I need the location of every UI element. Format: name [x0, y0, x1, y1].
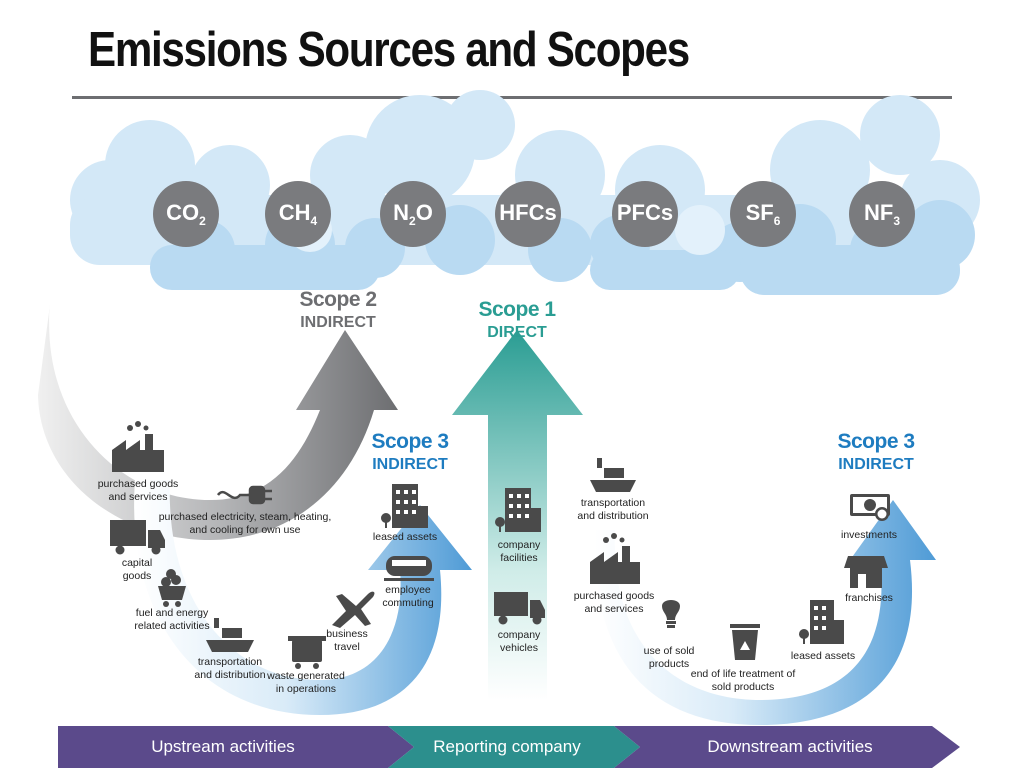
- scope3-downstream-title: Scope 3: [837, 430, 915, 453]
- ship-downstream-icon: [590, 458, 636, 492]
- factory-downstream-icon: [590, 533, 640, 584]
- ship-icon: [206, 618, 254, 652]
- lightbulb-icon: [662, 600, 680, 628]
- scope3-downstream-subtitle: INDIRECT: [838, 456, 914, 473]
- scope1-subtitle: DIRECT: [487, 324, 547, 341]
- scope1-heading: Scope 1 DIRECT: [478, 298, 556, 342]
- page-title: Emissions Sources and Scopes: [88, 23, 690, 77]
- label-company-facilities: company facilities: [497, 539, 541, 564]
- gas-circles: [153, 181, 915, 247]
- train-icon: [384, 556, 434, 581]
- recycle-bin-icon: [730, 624, 760, 660]
- gas-pfcs: PFCs: [616, 200, 674, 225]
- label-employee-commuting: employee commuting: [382, 584, 434, 609]
- scope2-subtitle: INDIRECT: [300, 314, 376, 331]
- company-truck-icon: [494, 592, 545, 625]
- waste-container-icon: [288, 636, 326, 669]
- label-leased-assets-upstream: leased assets: [372, 531, 438, 543]
- airplane-icon: [332, 591, 375, 628]
- band-reporting-shape: [388, 726, 640, 768]
- scope3-downstream-arrow: [594, 500, 936, 725]
- label-fuel-energy: fuel and energy related activities: [134, 607, 210, 632]
- label-company-vehicles: company vehicles: [497, 629, 541, 654]
- gas-ch4: CH4: [278, 200, 318, 228]
- gas-co2: CO2: [166, 200, 206, 228]
- label-transportation-downstream: transportation and distribution: [577, 497, 649, 522]
- gas-sf6: SF6: [745, 200, 781, 228]
- truck-icon: [110, 520, 165, 555]
- label-waste-generated: waste generated in operations: [267, 670, 345, 695]
- scope2-arrow: [38, 305, 398, 540]
- band-upstream-shape: [58, 726, 414, 768]
- scope3-upstream-arrow: [134, 480, 473, 715]
- label-capital-goods: capital goods: [121, 557, 153, 582]
- label-end-of-life: end of life treatment of sold products: [690, 668, 796, 693]
- gas-n2o: N2O: [393, 200, 433, 228]
- factory-icon: [112, 421, 164, 472]
- plug-icon: [216, 485, 272, 505]
- gas-nf3: NF3: [863, 200, 900, 228]
- activity-band: [58, 726, 960, 768]
- building-downstream-icon: [799, 600, 844, 644]
- band-upstream-label: Upstream activities: [151, 737, 295, 756]
- band-downstream-shape: [614, 726, 960, 768]
- scope3-downstream-heading: Scope 3 INDIRECT: [837, 430, 915, 474]
- title-divider: [72, 96, 952, 99]
- label-leased-assets-downstream: leased assets: [790, 650, 856, 662]
- gas-hfcs: HFCs: [499, 200, 557, 225]
- building-icon: [381, 484, 428, 528]
- label-business-travel: business travel: [326, 628, 368, 653]
- scope1-title: Scope 1: [478, 298, 556, 321]
- label-purchased-goods-upstream: purchased goods and services: [97, 478, 179, 503]
- label-use-of-sold-products: use of sold products: [643, 645, 695, 670]
- label-purchased-goods-downstream: purchased goods and services: [573, 590, 655, 615]
- scope2-heading: Scope 2 INDIRECT: [299, 288, 377, 332]
- scope2-title: Scope 2: [299, 288, 377, 311]
- label-investments: investments: [840, 529, 898, 541]
- company-building-icon: [495, 488, 541, 532]
- storefront-icon: [844, 556, 888, 588]
- label-purchased-electricity: purchased electricity, steam, heating, a…: [158, 511, 332, 536]
- label-transportation-upstream: transportation and distribution: [194, 656, 266, 681]
- money-icon: [850, 494, 890, 521]
- scope3-upstream-subtitle: INDIRECT: [372, 456, 448, 473]
- scope3-upstream-heading: Scope 3 INDIRECT: [371, 430, 449, 474]
- label-franchises: franchises: [845, 592, 893, 604]
- band-downstream-label: Downstream activities: [707, 737, 873, 756]
- band-reporting-label: Reporting company: [433, 737, 581, 756]
- scope3-upstream-title: Scope 3: [371, 430, 449, 453]
- fuel-cart-icon: [158, 569, 186, 607]
